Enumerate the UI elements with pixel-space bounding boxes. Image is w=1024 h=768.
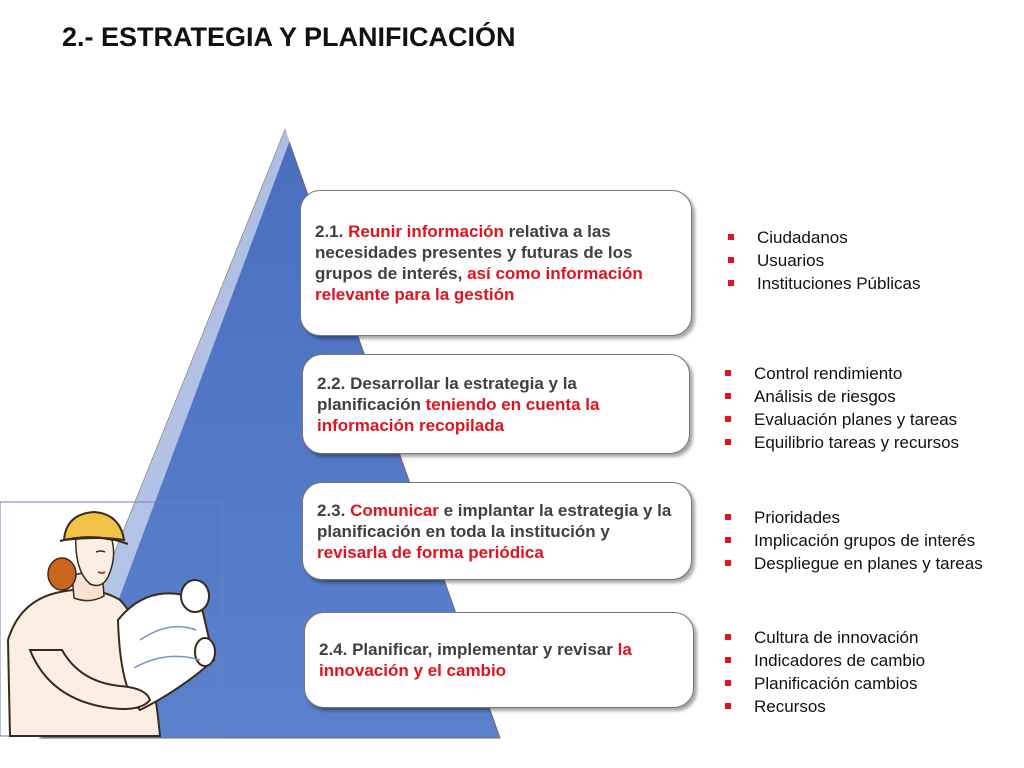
list-item: Evaluación planes y tareas (722, 408, 959, 431)
list-item: Ciudadanos (725, 226, 920, 249)
list-item: Implicación grupos de interés (722, 529, 983, 552)
worker-hair (47, 557, 77, 591)
bullet-list-2-3: Prioridades Implicación grupos de interé… (722, 506, 983, 575)
list-item: Recursos (722, 695, 925, 718)
blueprint-roll (116, 592, 216, 712)
list-item: Usuarios (725, 249, 920, 272)
step-text-2-4: 2.4. Planificar, implementar y revisar l… (319, 640, 632, 680)
step-box-2-3: 2.3. Comunicar e implantar la estrategia… (302, 482, 692, 580)
step-box-2-4: 2.4. Planificar, implementar y revisar l… (304, 612, 694, 708)
list-item: Control rendimiento (722, 362, 959, 385)
step-text-2-2: 2.2. Desarrollar la estrategia y la plan… (317, 373, 600, 435)
list-item: Análisis de riesgos (722, 385, 959, 408)
bullet-list-2-1: Ciudadanos Usuarios Instituciones Públic… (725, 226, 920, 295)
bullet-list-2-4: Cultura de innovación Indicadores de cam… (722, 626, 925, 718)
list-item: Equilibrio tareas y recursos (722, 431, 959, 454)
step-text-2-1: 2.1. Reunir información relativa a las n… (315, 222, 643, 304)
step-box-2-1: 2.1. Reunir información relativa a las n… (300, 190, 692, 336)
list-item: Despliegue en planes y tareas (722, 552, 983, 575)
list-item: Cultura de innovación (722, 626, 925, 649)
list-item: Prioridades (722, 506, 983, 529)
page-title: 2.- ESTRATEGIA Y PLANIFICACIÓN (62, 22, 516, 52)
step-box-2-2: 2.2. Desarrollar la estrategia y la plan… (302, 354, 690, 454)
worker-arm (28, 649, 152, 710)
list-item: Indicadores de cambio (722, 649, 925, 672)
list-item: Instituciones Públicas (725, 272, 920, 295)
list-item: Planificación cambios (722, 672, 925, 695)
worker-helmet (62, 510, 126, 542)
step-text-2-3: 2.3. Comunicar e implantar la estrategia… (317, 500, 672, 562)
worker-illustration (0, 501, 223, 737)
bullet-list-2-2: Control rendimiento Análisis de riesgos … (722, 362, 959, 454)
